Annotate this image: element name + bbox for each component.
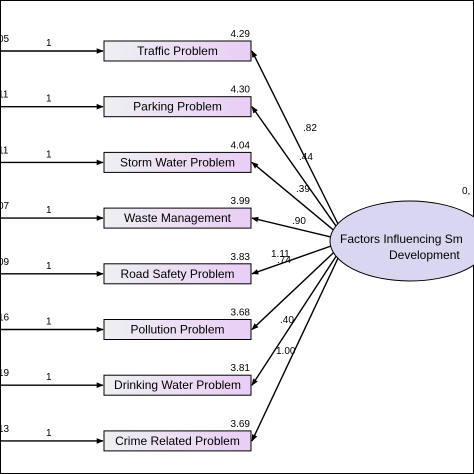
loading-path-arrow bbox=[251, 216, 341, 240]
loading-label: .40 bbox=[280, 315, 294, 326]
path-constant-label: 1 bbox=[46, 205, 52, 216]
loading-path-arrow bbox=[251, 161, 341, 236]
path-constant-label: 1 bbox=[46, 428, 52, 439]
intercept-label: 3.83 bbox=[231, 252, 251, 263]
path-constant-label: 1 bbox=[46, 317, 52, 328]
loading-path-arrow bbox=[251, 106, 341, 233]
path-constant-label: 1 bbox=[46, 94, 52, 105]
error-variance-label: 07 bbox=[0, 201, 10, 212]
path-constant-label: 1 bbox=[46, 149, 52, 160]
intercept-label: 4.29 bbox=[231, 29, 251, 40]
error-variance-label: 16 bbox=[0, 313, 10, 324]
indicator-box bbox=[103, 430, 252, 452]
loading-path-arrow bbox=[251, 246, 341, 331]
path-constant-label: 1 bbox=[46, 38, 52, 49]
indicator-name: Pollution Problem bbox=[130, 323, 224, 337]
indicator-name: Crime Related Problem bbox=[115, 434, 240, 448]
intercept-label: 3.81 bbox=[231, 363, 251, 374]
intercept-label: 3.99 bbox=[231, 196, 251, 207]
loading-path-arrow bbox=[251, 249, 341, 386]
error-variance-label: 05 bbox=[0, 34, 10, 45]
intercept-label: 3.69 bbox=[231, 419, 251, 430]
indicator-box bbox=[103, 40, 252, 62]
loading-label: .44 bbox=[299, 152, 313, 163]
latent-label-line2: Development bbox=[389, 248, 460, 262]
intercept-label: 4.30 bbox=[231, 85, 251, 96]
latent-variance-label: 0, bbox=[462, 186, 470, 197]
indicator-name: Traffic Problem bbox=[137, 44, 218, 58]
latent-label-line1: Factors Influencing Sm bbox=[340, 232, 463, 246]
indicator-name: Road Safety Problem bbox=[120, 267, 234, 281]
error-variance-label: 13 bbox=[0, 424, 10, 435]
loading-label: .82 bbox=[303, 123, 317, 134]
loading-label: .39 bbox=[296, 184, 310, 195]
indicator-box bbox=[103, 207, 252, 229]
indicator-box bbox=[103, 263, 252, 285]
indicator-box bbox=[103, 374, 252, 396]
indicator-box bbox=[103, 319, 252, 340]
indicator-name: Storm Water Problem bbox=[120, 155, 235, 169]
indicator-name: Parking Problem bbox=[133, 100, 222, 114]
loading-label: 1.00 bbox=[276, 346, 296, 357]
indicator-box bbox=[103, 151, 252, 173]
error-variance-label: 09 bbox=[0, 257, 10, 268]
intercept-label: 4.04 bbox=[231, 140, 251, 151]
error-variance-label: 19 bbox=[0, 368, 10, 379]
loading-path-arrow bbox=[251, 253, 341, 442]
path-constant-label: 1 bbox=[46, 372, 52, 383]
indicator-name: Drinking Water Problem bbox=[114, 378, 241, 392]
indicator-box bbox=[103, 96, 252, 118]
intercept-label: 3.68 bbox=[231, 308, 251, 319]
loading-path-arrow bbox=[251, 242, 341, 275]
loading-path-arrow bbox=[251, 50, 341, 229]
latent-ellipse bbox=[329, 200, 474, 282]
loading-label: .74 bbox=[277, 255, 291, 266]
indicator-name: Waste Management bbox=[124, 211, 232, 225]
error-variance-label: 11 bbox=[0, 90, 9, 101]
latent-factor: Factors Influencing Sm Development 0, bbox=[329, 186, 474, 282]
error-variance-label: 11 bbox=[0, 145, 9, 156]
loading-label: 1.11 bbox=[271, 249, 290, 260]
path-constant-label: 1 bbox=[46, 261, 52, 272]
loading-label: .90 bbox=[292, 216, 306, 227]
